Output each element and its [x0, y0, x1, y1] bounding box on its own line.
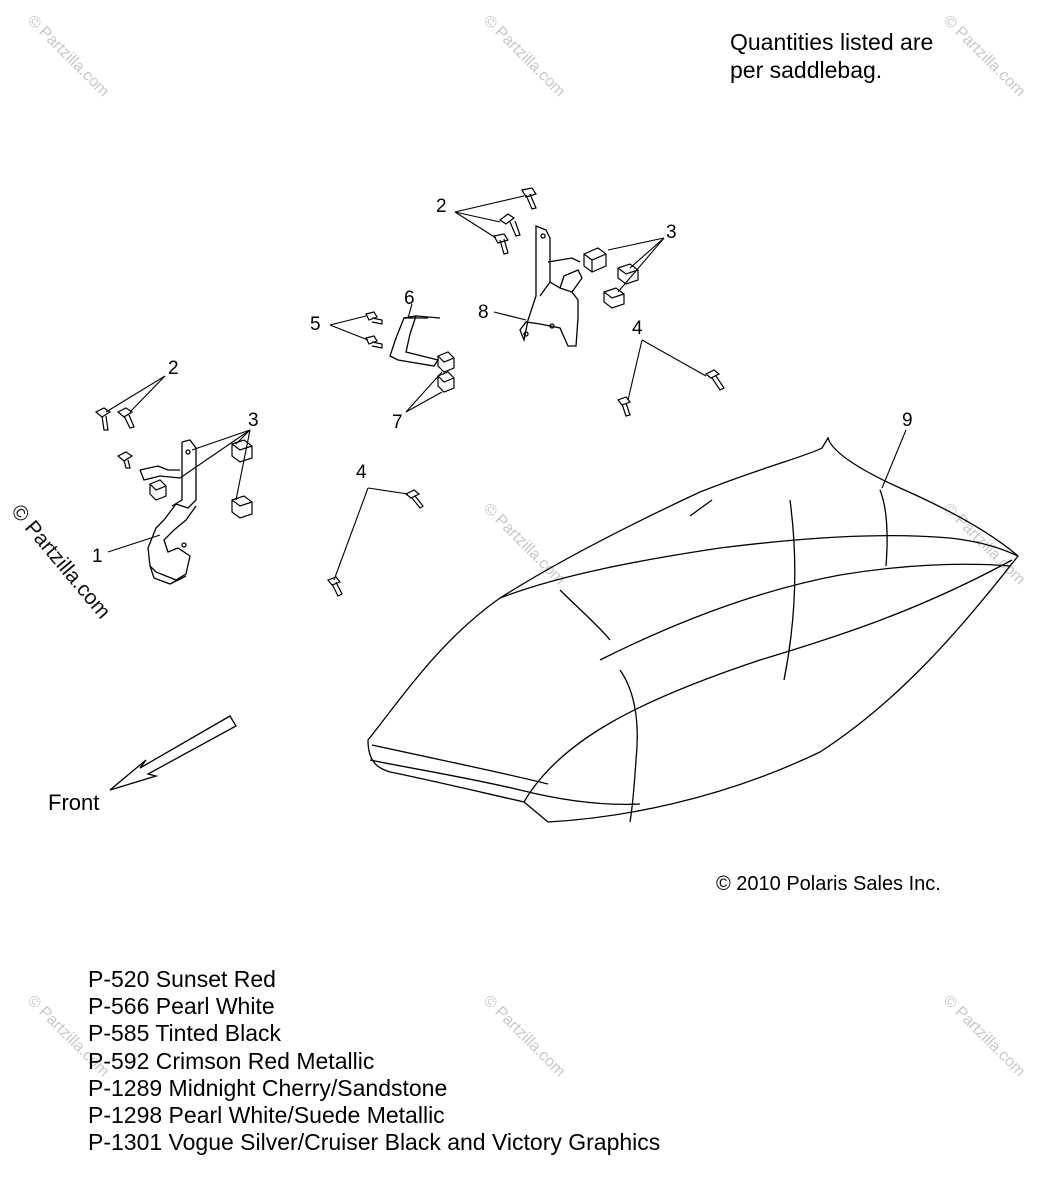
leader-lines: [105, 195, 907, 581]
legend-item: P-1289 Midnight Cherry/Sandstone: [88, 1074, 448, 1101]
callout-1: 1: [92, 546, 103, 567]
callout-8: 8: [478, 302, 489, 323]
clip-nut-icon[interactable]: [149, 247, 639, 519]
paint-code-legend: P-520 Sunset Red P-566 Pearl White P-585…: [88, 966, 660, 1156]
u-clip-part-6[interactable]: [389, 315, 441, 367]
front-arrow-icon: [109, 715, 237, 791]
callout-5: 5: [310, 314, 321, 335]
legend-item: P-520 Sunset Red: [88, 966, 276, 992]
legend-item: P-566 Pearl White: [88, 993, 275, 1020]
callout-2-left: 2: [168, 358, 179, 379]
callout-4-center: 4: [356, 462, 367, 483]
callout-6: 6: [404, 288, 415, 309]
callout-9: 9: [902, 410, 913, 431]
callout-2-top: 2: [436, 196, 447, 217]
mount-bracket-part-1[interactable]: [139, 439, 197, 585]
callout-3-left: 3: [248, 410, 259, 431]
quantity-note-line-1: Quantities listed are: [730, 29, 934, 55]
mount-bracket-part-8[interactable]: [519, 225, 583, 347]
callout-3-top: 3: [666, 222, 677, 243]
legend-item: P-1301 Vogue Silver/Cruiser Black and Vi…: [88, 1129, 661, 1156]
saddlebag-part-9[interactable]: [367, 436, 1019, 823]
copyright-notice: © 2010 Polaris Sales Inc.: [716, 873, 941, 895]
quantity-note-line-2: per saddlebag.: [730, 57, 883, 83]
callout-7: 7: [392, 412, 403, 433]
legend-item: P-1298 Pearl White/Suede Metallic: [88, 1102, 445, 1129]
callout-4-right: 4: [632, 318, 643, 339]
quantity-note: Quantities listed are per saddlebag.: [730, 28, 933, 84]
bolt-icon[interactable]: [94, 187, 725, 597]
front-label: Front: [48, 790, 100, 815]
legend-item: P-592 Crimson Red Metallic: [88, 1047, 375, 1074]
legend-item: P-585 Tinted Black: [88, 1020, 282, 1047]
